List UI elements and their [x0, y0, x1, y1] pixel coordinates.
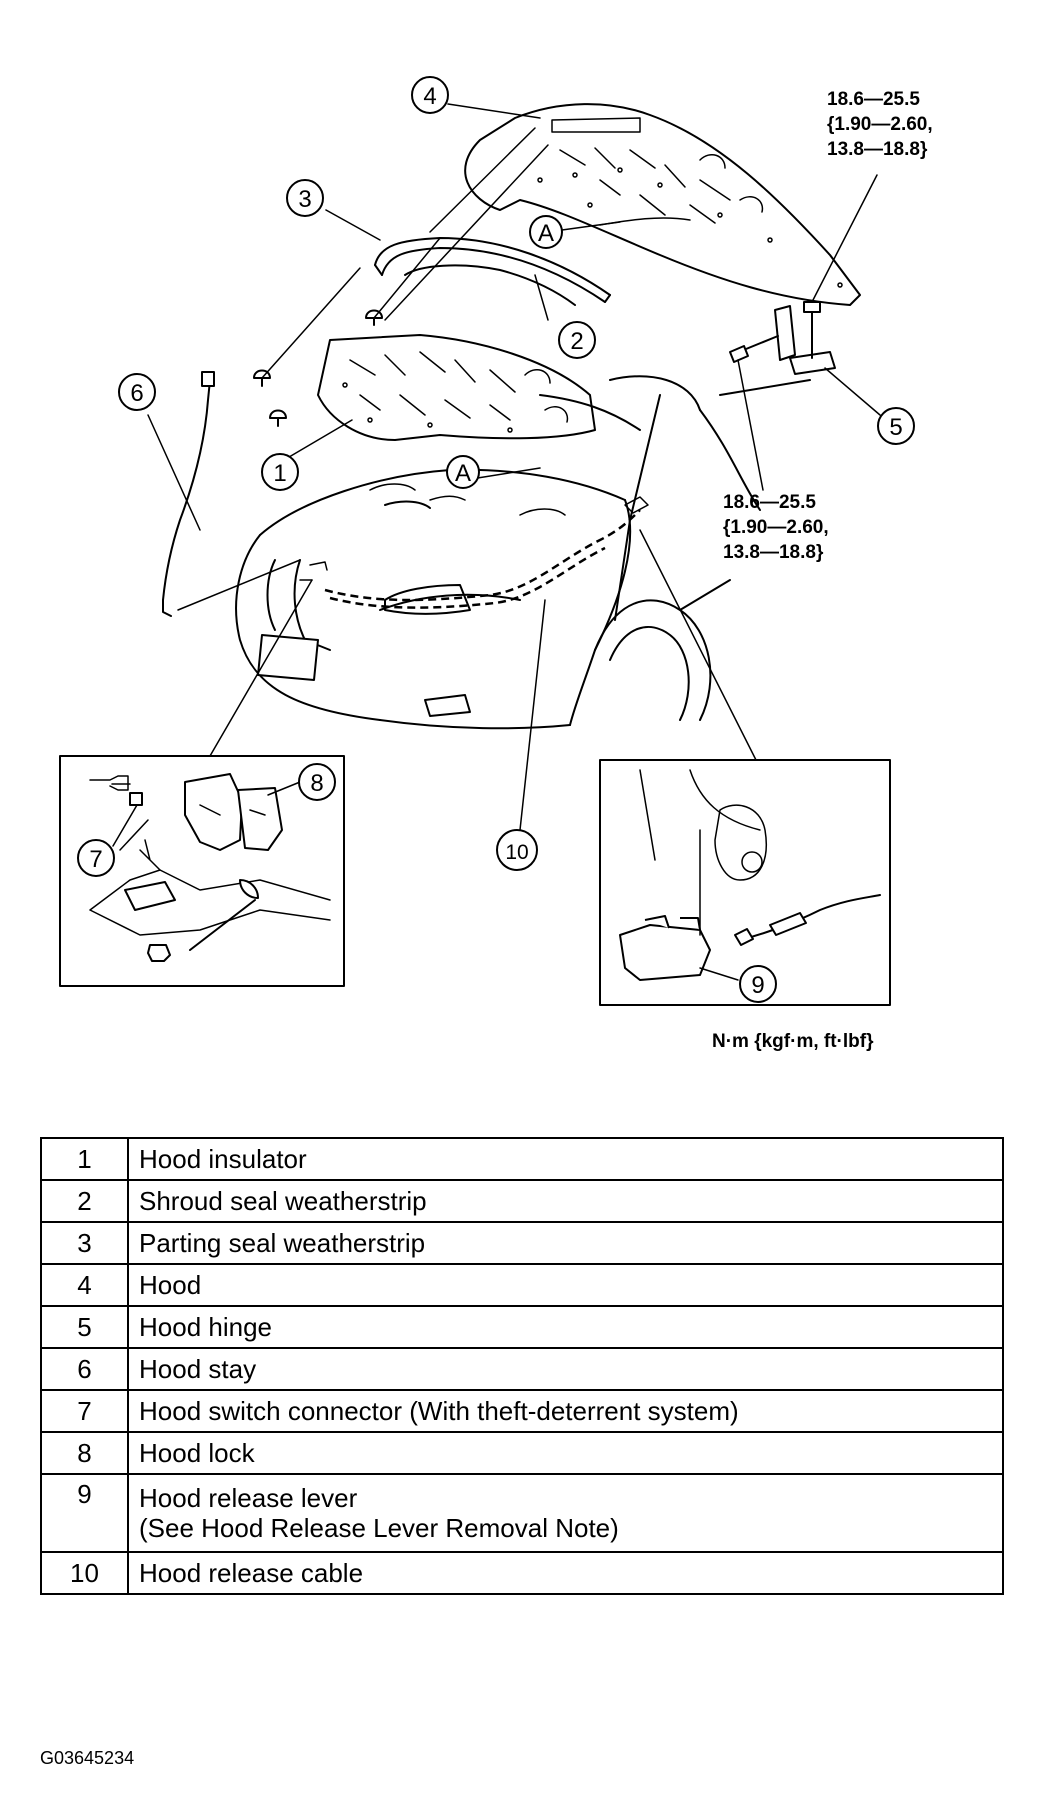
callout-6: 6	[118, 373, 156, 411]
part-number: 5	[40, 1305, 129, 1349]
part-name: Hood release lever (See Hood Release Lev…	[127, 1473, 1004, 1553]
part-number: 4	[40, 1263, 129, 1307]
svg-text:9: 9	[751, 972, 764, 999]
detail-box-release-lever	[599, 759, 891, 1006]
leader-lines	[112, 103, 881, 981]
svg-text:A: A	[455, 460, 471, 487]
torque-units-note: N·m {kgf·m, ft·lbf}	[712, 1031, 874, 1052]
part-name: Hood release cable	[127, 1551, 1004, 1595]
part-name: Hood lock	[127, 1431, 1004, 1475]
part-name: Shroud seal weatherstrip	[127, 1179, 1004, 1223]
part-name: Hood switch connector (With theft-deterr…	[127, 1389, 1004, 1433]
svg-text:{1.90—2.60,: {1.90—2.60,	[827, 114, 933, 135]
part-name: Hood hinge	[127, 1305, 1004, 1349]
figure-id: G03645234	[40, 1748, 135, 1768]
svg-text:13.8—18.8}: 13.8—18.8}	[723, 542, 824, 563]
shroud-seal-weatherstrip	[404, 264, 576, 306]
part-number: 7	[40, 1389, 129, 1433]
svg-text:8: 8	[310, 770, 323, 797]
callout-9: 9	[739, 965, 777, 1003]
hood-stay	[162, 371, 215, 617]
callout-8: 8	[298, 763, 336, 801]
hood-hinge	[729, 301, 836, 375]
callout-3: 3	[286, 179, 324, 217]
svg-text:7: 7	[89, 846, 102, 873]
exploded-hood-diagram: 4 3 2 1 6 5 A A 8 7 10 9	[59, 76, 933, 1052]
svg-text:10: 10	[505, 841, 528, 864]
torque-spec-upper: 18.6—25.5 {1.90—2.60, 13.8—18.8}	[827, 89, 933, 160]
part-name: Hood	[127, 1263, 1004, 1307]
part-name: Hood stay	[127, 1347, 1004, 1391]
svg-text:{1.90—2.60,: {1.90—2.60,	[723, 517, 829, 538]
callout-7: 7	[77, 839, 115, 877]
callout-a-upper: A	[529, 215, 563, 249]
vehicle-body	[235, 375, 811, 730]
part-number: 10	[40, 1551, 129, 1595]
torque-spec-lower: 18.6—25.5 {1.90—2.60, 13.8—18.8}	[723, 492, 829, 563]
svg-text:18.6—25.5: 18.6—25.5	[723, 492, 816, 513]
part-number: 2	[40, 1179, 129, 1223]
callout-4: 4	[411, 76, 449, 114]
svg-text:6: 6	[130, 380, 143, 407]
part-name: Parting seal weatherstrip	[127, 1221, 1004, 1265]
svg-text:18.6—25.5: 18.6—25.5	[827, 89, 920, 110]
callout-10: 10	[496, 829, 538, 871]
svg-text:13.8—18.8}: 13.8—18.8}	[827, 139, 928, 160]
callout-a-lower: A	[446, 455, 480, 489]
part-name: Hood insulator	[127, 1137, 1004, 1181]
callout-1: 1	[261, 453, 299, 491]
svg-text:1: 1	[273, 460, 286, 487]
part-number: 1	[40, 1137, 129, 1181]
svg-text:4: 4	[423, 83, 436, 110]
part-number: 6	[40, 1347, 129, 1391]
part-number: 9	[40, 1473, 129, 1553]
hood-insulator	[317, 334, 596, 441]
svg-text:5: 5	[889, 414, 902, 441]
svg-text:3: 3	[298, 186, 311, 213]
part-number: 3	[40, 1221, 129, 1265]
svg-text:2: 2	[570, 328, 583, 355]
hood-panel	[464, 103, 861, 306]
part-number: 8	[40, 1431, 129, 1475]
callout-5: 5	[877, 407, 915, 445]
svg-text:A: A	[538, 220, 554, 247]
parting-seal-weatherstrip	[374, 237, 611, 303]
detail-box-hood-lock	[59, 755, 345, 987]
callout-2: 2	[558, 321, 596, 359]
